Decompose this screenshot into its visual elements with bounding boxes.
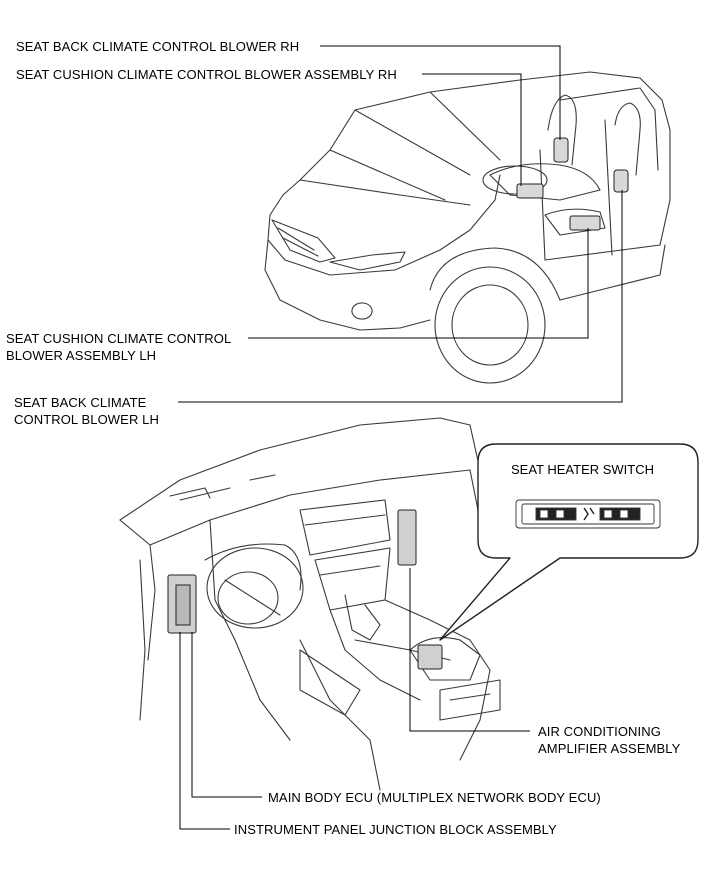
label-ac-amplifier: AIR CONDITIONING AMPLIFIER ASSEMBLY [538, 723, 680, 757]
ac-amplifier-part [417, 644, 443, 670]
label-seat-back-blower-lh-line2: CONTROL BLOWER LH [14, 412, 159, 427]
seat-heater-switch-panel [515, 499, 661, 529]
label-instrument-panel-jb: INSTRUMENT PANEL JUNCTION BLOCK ASSEMBLY [234, 822, 557, 837]
label-seat-cushion-blower-lh-line1: SEAT CUSHION CLIMATE CONTROL [6, 331, 232, 346]
seat-cushion-blower-lh-part [569, 215, 601, 231]
label-seat-cushion-blower-rh: SEAT CUSHION CLIMATE CONTROL BLOWER ASSE… [16, 67, 397, 82]
label-ac-amplifier-line1: AIR CONDITIONING [538, 724, 661, 739]
label-main-body-ecu: MAIN BODY ECU (MULTIPLEX NETWORK BODY EC… [268, 790, 601, 805]
blower-components [516, 137, 629, 231]
vehicle-exterior-drawing [264, 71, 671, 384]
instrument-panel-drawing [119, 417, 501, 791]
seat-back-blower-lh-part [613, 169, 629, 193]
label-seat-cushion-blower-lh: SEAT CUSHION CLIMATE CONTROL BLOWER ASSE… [6, 330, 231, 364]
bracket-part [397, 509, 417, 566]
label-seat-back-blower-lh-line1: SEAT BACK CLIMATE [14, 395, 147, 410]
label-seat-back-blower-lh: SEAT BACK CLIMATE CONTROL BLOWER LH [14, 394, 159, 428]
seat-cushion-blower-rh-part [516, 183, 544, 199]
leader-lines [178, 45, 623, 830]
seat-heater-switch-callout [439, 443, 699, 641]
label-seat-heater-switch: SEAT HEATER SWITCH [511, 462, 655, 477]
seat-back-blower-rh-part [553, 137, 569, 163]
ecu-components [167, 509, 443, 670]
label-ac-amplifier-line2: AMPLIFIER ASSEMBLY [538, 741, 681, 756]
label-seat-back-blower-rh: SEAT BACK CLIMATE CONTROL BLOWER RH [16, 39, 300, 54]
label-seat-cushion-blower-lh-line2: BLOWER ASSEMBLY LH [6, 348, 157, 363]
